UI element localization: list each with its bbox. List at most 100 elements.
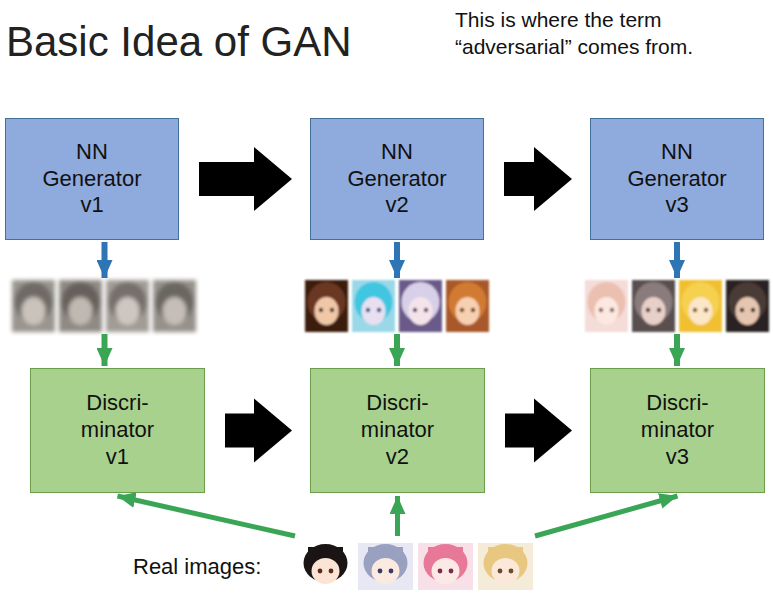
illustration-part xyxy=(456,297,480,325)
illustration-part xyxy=(409,297,433,325)
node-text: Discri- minator v1 xyxy=(81,390,154,470)
illustration-part xyxy=(424,308,428,312)
illustration-part xyxy=(679,280,722,332)
node-text: Discri- minator v3 xyxy=(641,390,714,470)
generate-arrow xyxy=(102,242,108,278)
illustration-part xyxy=(585,280,628,332)
connector xyxy=(505,399,572,463)
generate-arrow xyxy=(674,242,680,278)
illustration-part xyxy=(599,308,603,312)
illustration-part xyxy=(498,569,503,574)
illustration-part xyxy=(657,308,661,312)
illustration-part xyxy=(642,297,666,325)
real-data-arrow xyxy=(118,496,296,536)
illustration-part xyxy=(352,280,395,332)
illustration-part xyxy=(438,569,443,574)
illustration-part xyxy=(358,543,413,590)
illustration-part xyxy=(679,280,722,332)
generator-box: NN Generator v2 xyxy=(310,118,484,240)
illustration-part xyxy=(428,547,463,558)
illustration-part xyxy=(163,297,187,325)
illustration-part xyxy=(689,297,713,325)
illustration-part xyxy=(319,308,323,312)
illustration-part xyxy=(305,280,348,332)
node-text: NN Generator v2 xyxy=(347,139,446,219)
illustration-part xyxy=(418,543,473,590)
illustration-part xyxy=(432,558,460,584)
illustration-part xyxy=(399,280,442,332)
generator-box: NN Generator v1 xyxy=(5,118,179,240)
illustration-part xyxy=(595,297,619,325)
illustration-part xyxy=(106,280,149,332)
illustration-part xyxy=(22,297,46,325)
illustration-part xyxy=(352,280,395,332)
illustration-part xyxy=(315,297,339,325)
illustration-part xyxy=(69,297,93,325)
illustration-part xyxy=(305,280,348,332)
illustration-part xyxy=(59,280,102,332)
evaluate-arrow xyxy=(674,334,680,366)
illustration-part xyxy=(362,297,386,325)
connector xyxy=(104,242,105,366)
illustration-part xyxy=(492,558,520,584)
real-data-arrow xyxy=(535,496,678,536)
illustration-part xyxy=(446,280,489,332)
illustration-part xyxy=(372,558,400,584)
illustration-part xyxy=(399,280,442,332)
illustration-part xyxy=(12,280,55,332)
illustration-part xyxy=(740,308,744,312)
illustration-part xyxy=(308,547,343,558)
generator-box: NN Generator v3 xyxy=(590,118,764,240)
illustration-part xyxy=(106,280,149,332)
real-data-arrow xyxy=(395,496,400,536)
node-text: Real images: xyxy=(133,554,261,581)
slide-title: Basic Idea of GAN xyxy=(6,18,352,66)
illustration-part xyxy=(449,569,454,574)
illustration-part xyxy=(330,308,334,312)
connector xyxy=(199,147,292,211)
illustration-part xyxy=(471,308,475,312)
discriminator-box: Discri- minator v1 xyxy=(30,368,205,493)
node-text: NN Generator v3 xyxy=(627,139,726,219)
illustration-part xyxy=(12,280,55,332)
illustration-part xyxy=(312,558,340,584)
illustration-part xyxy=(646,308,650,312)
illustration-part xyxy=(298,543,353,590)
real-images-group: Real images: xyxy=(125,538,540,596)
illustration-part xyxy=(378,569,383,574)
real-images xyxy=(298,543,533,590)
illustration-part xyxy=(116,297,140,325)
illustration-part xyxy=(389,569,394,574)
illustration-part xyxy=(418,543,473,590)
connector xyxy=(397,242,398,366)
illustration-part xyxy=(153,280,196,332)
illustration-part xyxy=(632,280,675,332)
connector xyxy=(397,496,398,536)
illustration-part xyxy=(358,543,413,590)
block-arrow xyxy=(199,147,292,211)
illustration-part xyxy=(460,308,464,312)
illustration-part xyxy=(585,280,628,332)
discriminator-box: Discri- minator v3 xyxy=(590,368,765,493)
illustration-part xyxy=(478,543,533,590)
illustration-part xyxy=(329,569,334,574)
generated-images-v3 xyxy=(585,280,769,332)
illustration-part xyxy=(413,308,417,312)
node-text: Discri- minator v2 xyxy=(361,390,434,470)
illustration-part xyxy=(153,280,196,332)
illustration-part xyxy=(488,547,523,558)
connector xyxy=(225,399,292,463)
illustration-part xyxy=(509,569,514,574)
block-arrow xyxy=(505,399,572,463)
illustration-part xyxy=(693,308,697,312)
illustration-part xyxy=(726,280,769,332)
illustration-part xyxy=(704,308,708,312)
connector xyxy=(504,147,572,211)
illustration-part xyxy=(298,543,353,590)
illustration-part xyxy=(632,280,675,332)
block-arrow xyxy=(504,147,572,211)
connector xyxy=(535,496,678,536)
connector xyxy=(677,242,678,366)
